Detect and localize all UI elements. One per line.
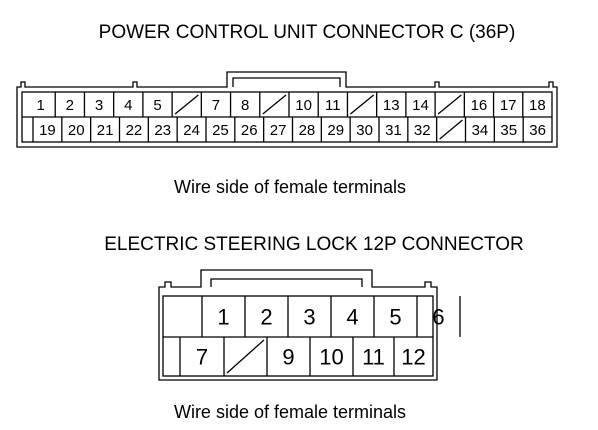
connector-c-housing xyxy=(16,71,558,148)
steering-lock-top-pin-label: 6 xyxy=(432,304,444,329)
steering-lock-housing xyxy=(158,269,438,381)
connector-c-top-pin-label: 1 xyxy=(36,97,44,114)
steering-lock-top-pin-label: 2 xyxy=(260,304,272,329)
connector-c-top-pin-label: 10 xyxy=(295,97,312,114)
connector-c-top-pin-label: 18 xyxy=(529,97,546,114)
connector-c-bottom-pin-label: 29 xyxy=(327,122,344,139)
connector-c-top-pin-label: 7 xyxy=(212,97,220,114)
connector-c-caption: Wire side of female terminals xyxy=(174,177,406,197)
connector-c-top-pin-label: 17 xyxy=(500,97,517,114)
connector-c-bottom-pin-label: 26 xyxy=(241,122,258,139)
steering-lock-cavity-frame xyxy=(162,295,434,377)
steering-lock-caption: Wire side of female terminals xyxy=(174,402,406,422)
steering-lock-tab-inner xyxy=(210,278,363,287)
connector-c xyxy=(16,71,558,148)
connector-c-bottom-pin-label: 21 xyxy=(97,122,114,139)
connector-c-top-blocked-cavity xyxy=(350,94,375,115)
connector-c-top-blocked-cavity xyxy=(174,94,199,115)
connector-c-top-pin-label: 5 xyxy=(153,97,161,114)
connector-c-bottom-pin-label: 30 xyxy=(356,122,373,139)
connector-c-bottom-pin-label: 22 xyxy=(126,122,143,139)
steering-lock-bottom-pin-label: 9 xyxy=(282,344,294,369)
connector-c-title: POWER CONTROL UNIT CONNECTOR C (36P) xyxy=(99,22,516,43)
connector-c-bottom-pin-label: 28 xyxy=(299,122,316,139)
steering-lock-top-pin-label: 4 xyxy=(346,304,358,329)
steering-lock-bottom-blocked-cavity xyxy=(226,339,265,374)
steering-lock-top-pin-label: 5 xyxy=(389,304,401,329)
connector-c-bottom-pin-label: 34 xyxy=(472,122,489,139)
connector-c-tab-inner xyxy=(232,77,341,87)
steering-lock-connector xyxy=(158,269,461,381)
connector-c-bottom-pin-label: 35 xyxy=(500,122,517,139)
connector-c-top-blocked-cavity xyxy=(262,94,287,115)
connector-c-bottom-pin-label: 31 xyxy=(385,122,402,139)
connector-c-bottom-pin-label: 23 xyxy=(154,122,171,139)
steering-lock-bottom-pin-label: 10 xyxy=(319,344,343,369)
steering-lock-top-pin-label: 3 xyxy=(303,304,315,329)
connector-c-top-blocked-cavity xyxy=(437,94,462,115)
steering-lock-title: ELECTRIC STEERING LOCK 12P CONNECTOR xyxy=(104,234,524,255)
connector-c-bottom-pin-label: 20 xyxy=(68,122,85,139)
connector-c-top-pin-label: 4 xyxy=(124,97,132,114)
connector-c-top-pin-label: 3 xyxy=(95,97,103,114)
steering-lock-bottom-pin-label: 11 xyxy=(362,344,385,369)
connector-c-top-pin-label: 11 xyxy=(325,97,341,114)
steering-lock-bottom-pin-label: 12 xyxy=(401,344,425,369)
connector-c-top-pin-label: 2 xyxy=(66,97,74,114)
connector-c-bottom-blocked-cavity xyxy=(439,119,463,140)
connector-c-top-pin-label: 8 xyxy=(241,97,249,114)
connector-c-bottom-pin-label: 27 xyxy=(270,122,287,139)
connector-c-top-pin-label: 16 xyxy=(471,97,488,114)
connector-c-top-pin-label: 14 xyxy=(412,97,429,114)
connector-c-top-pin-label: 13 xyxy=(383,97,400,114)
connector-c-bottom-pin-label: 32 xyxy=(414,122,431,139)
connector-c-bottom-pin-label: 36 xyxy=(529,122,546,139)
steering-lock-bottom-pin-label: 7 xyxy=(196,344,208,369)
steering-lock-top-pin-label: 1 xyxy=(217,304,229,329)
connector-c-bottom-pin-label: 25 xyxy=(212,122,229,139)
connector-c-bottom-pin-label: 24 xyxy=(183,122,200,139)
connector-c-bottom-pin-label: 19 xyxy=(39,122,56,139)
